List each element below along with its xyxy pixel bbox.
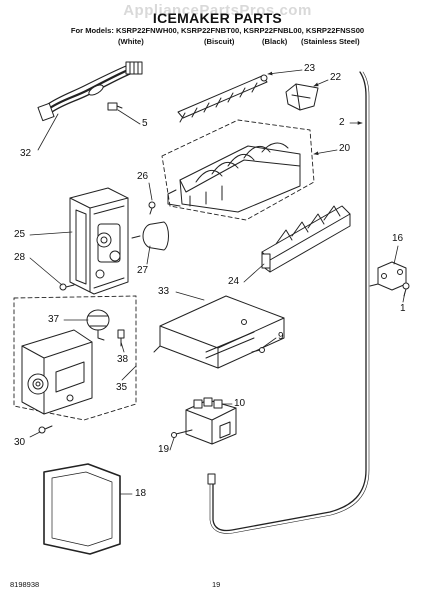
part-35-control-group xyxy=(13,295,137,421)
callout-35: 35 xyxy=(116,382,128,393)
part-2-fill-tube xyxy=(207,71,370,534)
part-27-motor xyxy=(131,221,169,251)
callout-1: 1 xyxy=(400,303,406,314)
page-number: 19 xyxy=(212,580,221,589)
callout-22: 22 xyxy=(330,72,342,83)
callout-30: 30 xyxy=(14,437,26,448)
part-25-control-housing xyxy=(69,187,129,295)
finish-white: (White) xyxy=(118,37,144,46)
part-9-screw xyxy=(251,347,265,353)
part-10-switch-assembly xyxy=(185,397,237,445)
document-number: 8198938 xyxy=(10,580,40,589)
callout-9: 9 xyxy=(278,331,284,342)
part-23-ejector-blade xyxy=(177,74,268,123)
part-32-wire-harness xyxy=(37,61,143,122)
part-33-shield xyxy=(153,295,285,369)
callout-28: 28 xyxy=(14,252,26,263)
callout-2: 2 xyxy=(339,117,345,128)
watermark: AppliancePartsPros.com xyxy=(123,2,312,19)
callout-16: 16 xyxy=(392,233,404,244)
callout-10: 10 xyxy=(234,398,246,409)
page-title: ICEMAKER PARTS xyxy=(152,10,283,26)
callout-5: 5 xyxy=(142,118,148,129)
callout-25: 25 xyxy=(14,229,26,240)
callout-27: 27 xyxy=(137,265,149,276)
callout-19: 19 xyxy=(158,444,170,455)
model-list: For Models: KSRP22FNWH00, KSRP22FNBT00, … xyxy=(70,26,365,35)
part-5-connector xyxy=(107,102,123,111)
callout-32: 32 xyxy=(20,148,32,159)
callout-20: 20 xyxy=(339,143,351,154)
callout-23: 23 xyxy=(304,63,316,74)
part-1-screw xyxy=(402,282,410,297)
part-19-screw xyxy=(171,429,193,438)
part-22-cover xyxy=(285,83,319,111)
callout-24: 24 xyxy=(228,276,240,287)
callout-37: 37 xyxy=(48,314,60,325)
callout-38: 38 xyxy=(117,354,129,365)
part-38-switch xyxy=(117,329,125,347)
part-24-bracket xyxy=(261,205,351,273)
callout-18: 18 xyxy=(135,488,147,499)
finish-stainless-steel: (Stainless Steel) xyxy=(301,37,360,46)
part-16-bracket xyxy=(369,261,407,291)
part-20-mold xyxy=(161,119,315,221)
part-30-screw xyxy=(38,425,53,434)
finish-biscuit: (Biscuit) xyxy=(204,37,235,46)
callout-33: 33 xyxy=(158,286,170,297)
part-26-screw xyxy=(148,201,156,215)
callout-26: 26 xyxy=(137,171,149,182)
part-28-screw xyxy=(59,283,75,291)
leader-lines xyxy=(29,69,406,495)
part-18-foam-pad xyxy=(43,463,121,555)
finish-black: (Black) xyxy=(262,37,288,46)
part-37-motor xyxy=(86,309,110,341)
